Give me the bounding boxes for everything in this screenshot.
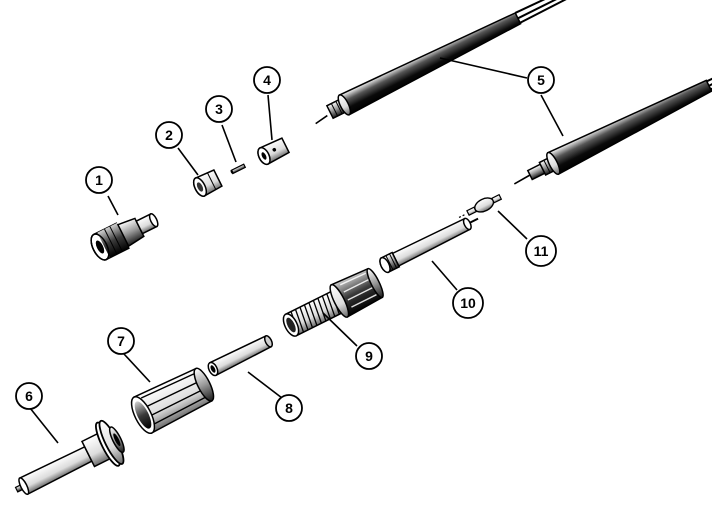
part-10-insulator-tube xyxy=(379,217,479,274)
callout-3: 3 xyxy=(205,95,233,123)
callout-5: 5 xyxy=(527,66,555,94)
callout-3-label: 3 xyxy=(215,101,223,117)
callout-10: 10 xyxy=(452,287,484,319)
part-6-body xyxy=(14,419,125,496)
callout-6: 6 xyxy=(15,382,43,410)
callout-1-label: 1 xyxy=(95,172,103,188)
leader-lines xyxy=(29,57,564,444)
callout-8: 8 xyxy=(275,394,303,422)
callout-4: 4 xyxy=(253,66,281,94)
part-3-pin xyxy=(230,163,247,175)
part-11-insulator xyxy=(458,193,503,218)
callout-9: 9 xyxy=(355,342,383,370)
callout-6-label: 6 xyxy=(25,388,33,404)
part-2-bushing xyxy=(192,169,223,197)
callout-11: 11 xyxy=(525,235,557,267)
callout-7: 7 xyxy=(107,327,135,355)
part-7-crimp-sleeve xyxy=(130,367,215,435)
callout-4-label: 4 xyxy=(263,72,271,88)
part-1-connector xyxy=(90,212,159,261)
callout-7-label: 7 xyxy=(117,333,125,349)
part-5-cable-upper xyxy=(315,0,592,125)
part-9-threaded-nut xyxy=(282,267,384,337)
callout-10-label: 10 xyxy=(460,295,476,311)
callout-11-label: 11 xyxy=(534,243,549,259)
callout-2-label: 2 xyxy=(165,127,173,143)
part-5-cable-lower xyxy=(513,67,712,185)
callout-1: 1 xyxy=(85,166,113,194)
callout-2: 2 xyxy=(155,121,183,149)
callout-8-label: 8 xyxy=(285,400,293,416)
part-8-ferrule xyxy=(207,334,274,377)
part-4-sleeve xyxy=(257,137,291,166)
callout-9-label: 9 xyxy=(365,348,373,364)
callout-5-label: 5 xyxy=(537,72,545,88)
